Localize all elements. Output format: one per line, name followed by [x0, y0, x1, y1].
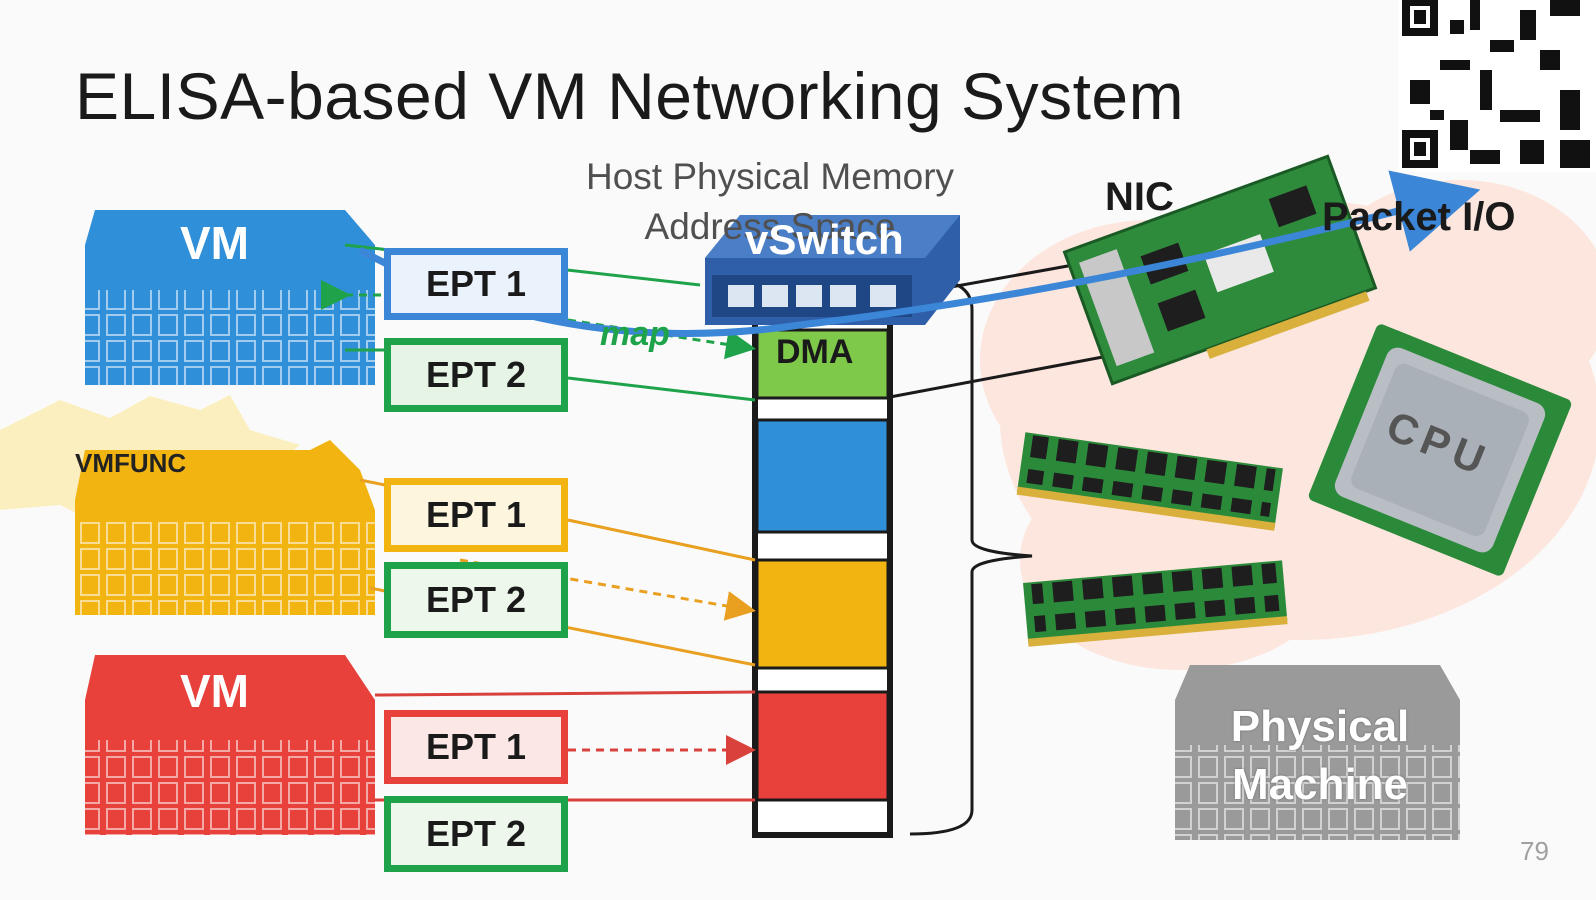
ept1-box-yellow: EPT 1 — [384, 478, 568, 552]
vmfunc-label: VMFUNC — [75, 448, 187, 478]
ept1-box-blue: EPT 1 — [384, 248, 568, 320]
ept2-box-blue: EPT 2 — [384, 338, 568, 412]
mem-region-yellow — [755, 558, 890, 670]
memory-column — [752, 227, 893, 838]
vswitch-label: vSwitch — [745, 216, 904, 263]
vswitch-device — [705, 215, 960, 325]
nic-card — [1062, 154, 1378, 386]
ept2-box-yellow: EPT 2 — [384, 562, 568, 638]
ram-sticks — [1016, 432, 1288, 647]
qr-code — [1398, 0, 1596, 172]
packet-io-label: Packet I/O — [1322, 195, 1516, 239]
memory-address-space-label: Host Physical Memory Address Space — [585, 156, 955, 247]
ept2-box-red: EPT 2 — [384, 796, 568, 872]
nic-label: NIC — [1105, 175, 1174, 219]
page-number: 79 — [1520, 836, 1549, 866]
physical-machine-label-line1: Physical — [1230, 702, 1410, 751]
map-label: map — [600, 315, 670, 353]
dma-label: DMA — [776, 333, 854, 371]
cpu-chip — [1308, 324, 1572, 576]
physical-machine — [1175, 665, 1460, 840]
vm-server-blue — [85, 210, 375, 385]
mem-region-red — [755, 690, 890, 802]
vm-label-blue: VM — [180, 217, 249, 269]
vm-server-yellow — [75, 440, 375, 615]
page-title: ELISA-based VM Networking System — [75, 59, 1185, 133]
physical-machine-label: Physical Machine — [1180, 698, 1460, 814]
ept1-box-red: EPT 1 — [384, 710, 568, 784]
mem-region-blue — [755, 418, 890, 534]
vm-label-red: VM — [180, 665, 249, 717]
vm-server-red — [85, 655, 375, 835]
physical-machine-label-line2: Machine — [1231, 760, 1409, 809]
dma-region — [755, 328, 890, 400]
